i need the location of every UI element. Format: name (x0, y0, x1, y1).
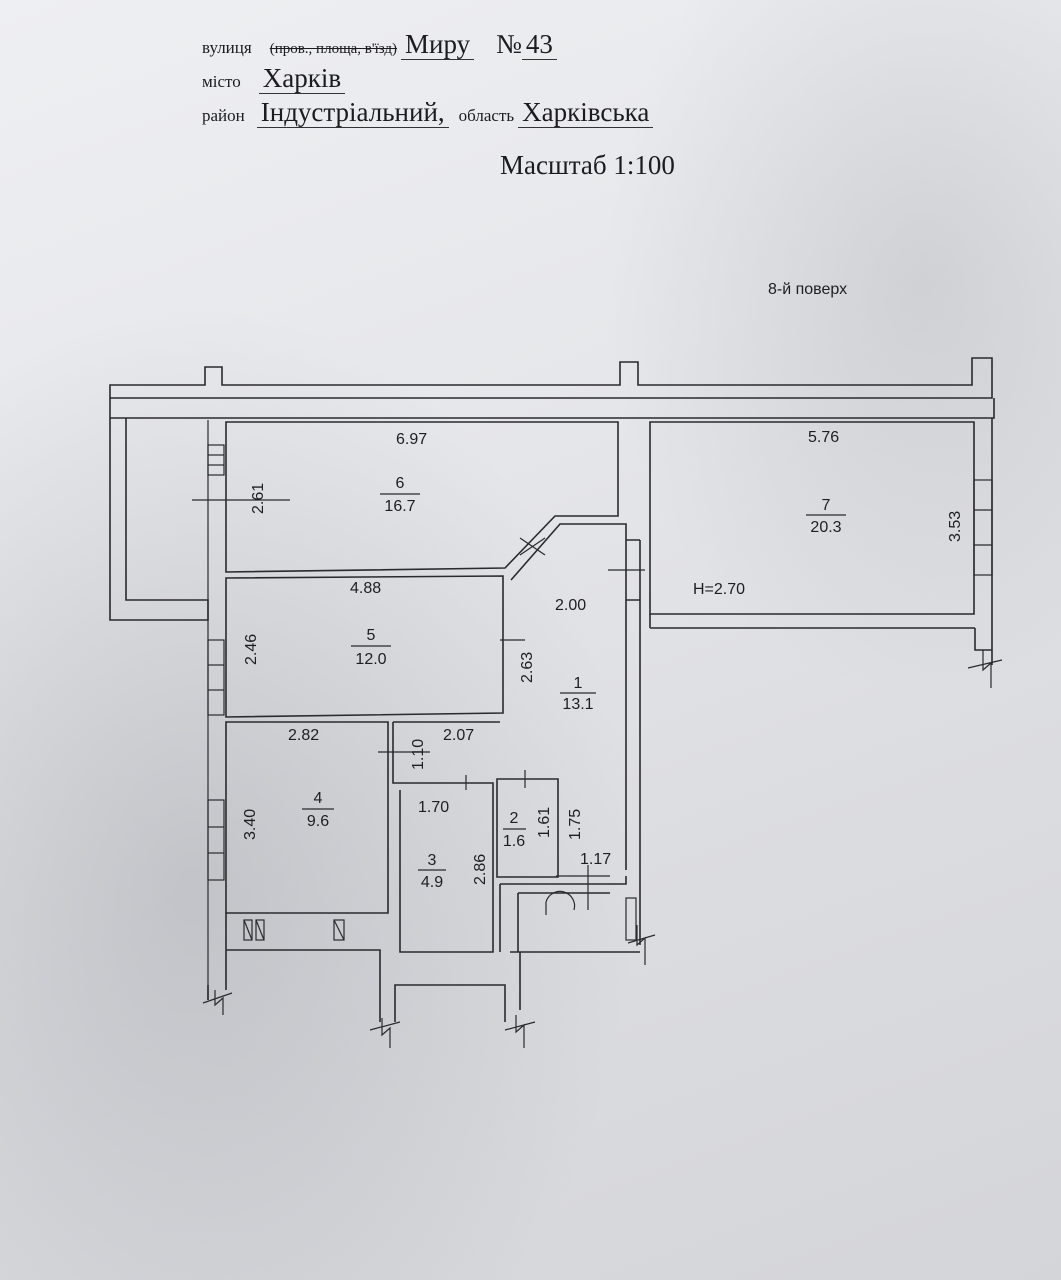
district-label: район (202, 106, 245, 125)
room-area: 16.7 (384, 498, 415, 515)
room-7-label: 7 20.3 (806, 497, 846, 536)
room7-depth: 3.53 (947, 511, 964, 542)
window-left (207, 444, 225, 881)
room-area: 9.6 (307, 813, 329, 830)
room2-depth: 1.61 (536, 807, 553, 838)
room-number: 1 (574, 675, 583, 692)
room-4-label: 4 9.6 (302, 790, 334, 830)
room-number: 3 (428, 852, 437, 869)
room-5-outline (225, 575, 504, 718)
room-2-outline (496, 778, 559, 878)
ventilation-shaft (545, 890, 576, 915)
room4-width: 2.82 (288, 727, 319, 744)
hall-walls (510, 523, 641, 945)
floor-label: 8-й поверх (768, 281, 847, 298)
closet-width: 1.17 (580, 851, 611, 868)
room-4-outline (225, 721, 389, 914)
closet-outline (499, 876, 627, 952)
room6-depth: 2.61 (250, 483, 267, 514)
room-6-label: 6 16.7 (380, 475, 420, 515)
room-number: 4 (314, 790, 323, 807)
corridor-width: 2.07 (443, 727, 474, 744)
room-number: 5 (367, 627, 376, 644)
pipe-shaft (625, 897, 637, 941)
room7-width: 5.76 (808, 429, 839, 446)
house-number-value: 43 (521, 29, 557, 60)
dimension-ticks (192, 499, 645, 910)
region-value: Харківська (518, 97, 654, 128)
room-area: 20.3 (810, 519, 841, 536)
scale-label: Масштаб 1:100 (500, 150, 675, 180)
room-area: 13.1 (562, 696, 593, 713)
room3-depth: 2.86 (472, 854, 489, 885)
room-3-outline (392, 721, 500, 953)
radiator-marks (243, 919, 345, 941)
room6-width: 6.97 (396, 431, 427, 448)
district-value: Індустріальний, (256, 97, 449, 128)
room4-depth: 3.40 (242, 809, 259, 840)
partition-wall (649, 614, 975, 629)
room-number: 7 (822, 497, 831, 514)
room-number: 2 (510, 810, 519, 827)
address-city-line: місто Харків (202, 63, 346, 94)
height-label: Н=2.70 (693, 581, 745, 598)
break-lines (202, 650, 1003, 1048)
street-value: Миру (401, 29, 475, 60)
city-label: місто (202, 72, 241, 91)
room-area: 4.9 (421, 874, 443, 891)
room-7-outline (649, 421, 975, 615)
loggia (109, 418, 209, 1000)
room3-width: 1.70 (418, 799, 449, 816)
room-5-label: 5 12.0 (351, 627, 391, 668)
hall-width: 2.00 (555, 597, 586, 614)
room2-side: 1.75 (567, 809, 584, 840)
room5-width: 4.88 (350, 580, 381, 597)
room5-side: 2.63 (519, 652, 536, 683)
bottom-walls (207, 913, 640, 1022)
region-label: область (458, 106, 515, 125)
address-district-line: район Індустріальний, область Харківська (202, 97, 654, 128)
room-area: 12.0 (355, 651, 386, 668)
room5-depth: 2.46 (243, 634, 260, 665)
street-alt-label: (пров., площа, в'їзд) (269, 41, 398, 57)
street-label: вулиця (202, 38, 252, 57)
room-6-outline (225, 421, 619, 573)
corridor-depth: 1.10 (410, 739, 427, 770)
room-number: 6 (396, 475, 405, 492)
house-number-label: № (496, 29, 522, 59)
room-3-label: 3 4.9 (418, 852, 446, 891)
window-right (973, 418, 993, 665)
room-area: 1.6 (503, 833, 525, 850)
facade-wall (109, 357, 995, 419)
room-2-label: 2 1.6 (503, 810, 526, 850)
room-1-label: 1 13.1 (560, 675, 596, 713)
city-value: Харків (258, 63, 346, 94)
